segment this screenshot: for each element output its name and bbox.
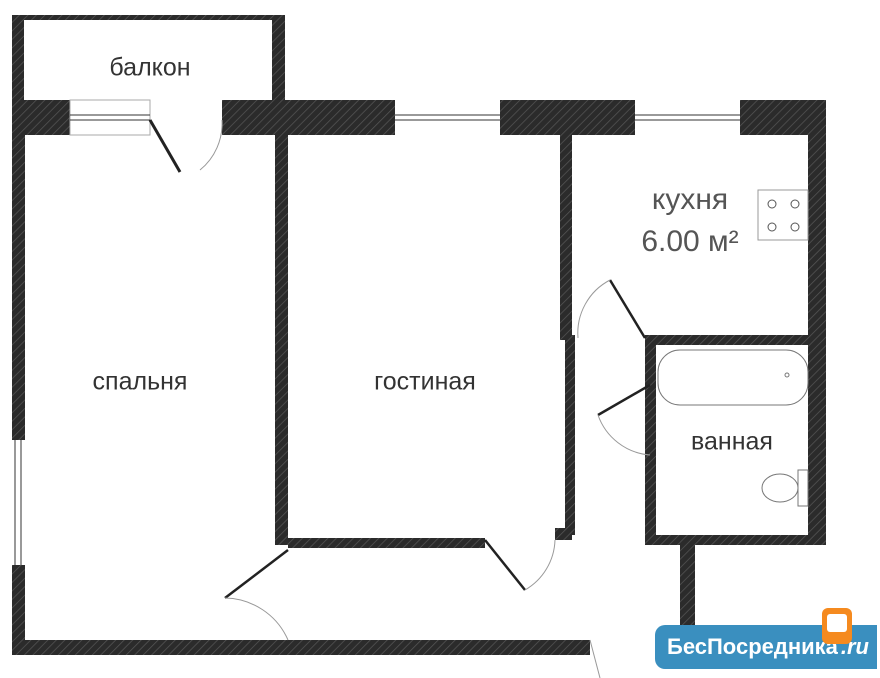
watermark-brand: БесПосредника bbox=[667, 634, 838, 659]
walls bbox=[12, 15, 826, 655]
room-label-kitchen: кухня bbox=[651, 183, 729, 216]
watermark-logo: БесПосредника .ru bbox=[655, 625, 877, 669]
mascot-icon bbox=[822, 608, 852, 644]
room-label-balcony: балкон bbox=[109, 53, 191, 82]
bathtub-icon bbox=[657, 349, 809, 406]
windows bbox=[14, 99, 740, 565]
room-label-bathroom: ванная bbox=[691, 427, 773, 456]
room-label-bedroom: спальня bbox=[92, 367, 188, 396]
stove-icon bbox=[757, 189, 809, 241]
doors bbox=[148, 119, 651, 678]
room-label-living-room: гостиная bbox=[374, 367, 476, 396]
toilet-icon bbox=[761, 469, 809, 507]
kitchen-area: 6.00 м² bbox=[641, 225, 739, 258]
